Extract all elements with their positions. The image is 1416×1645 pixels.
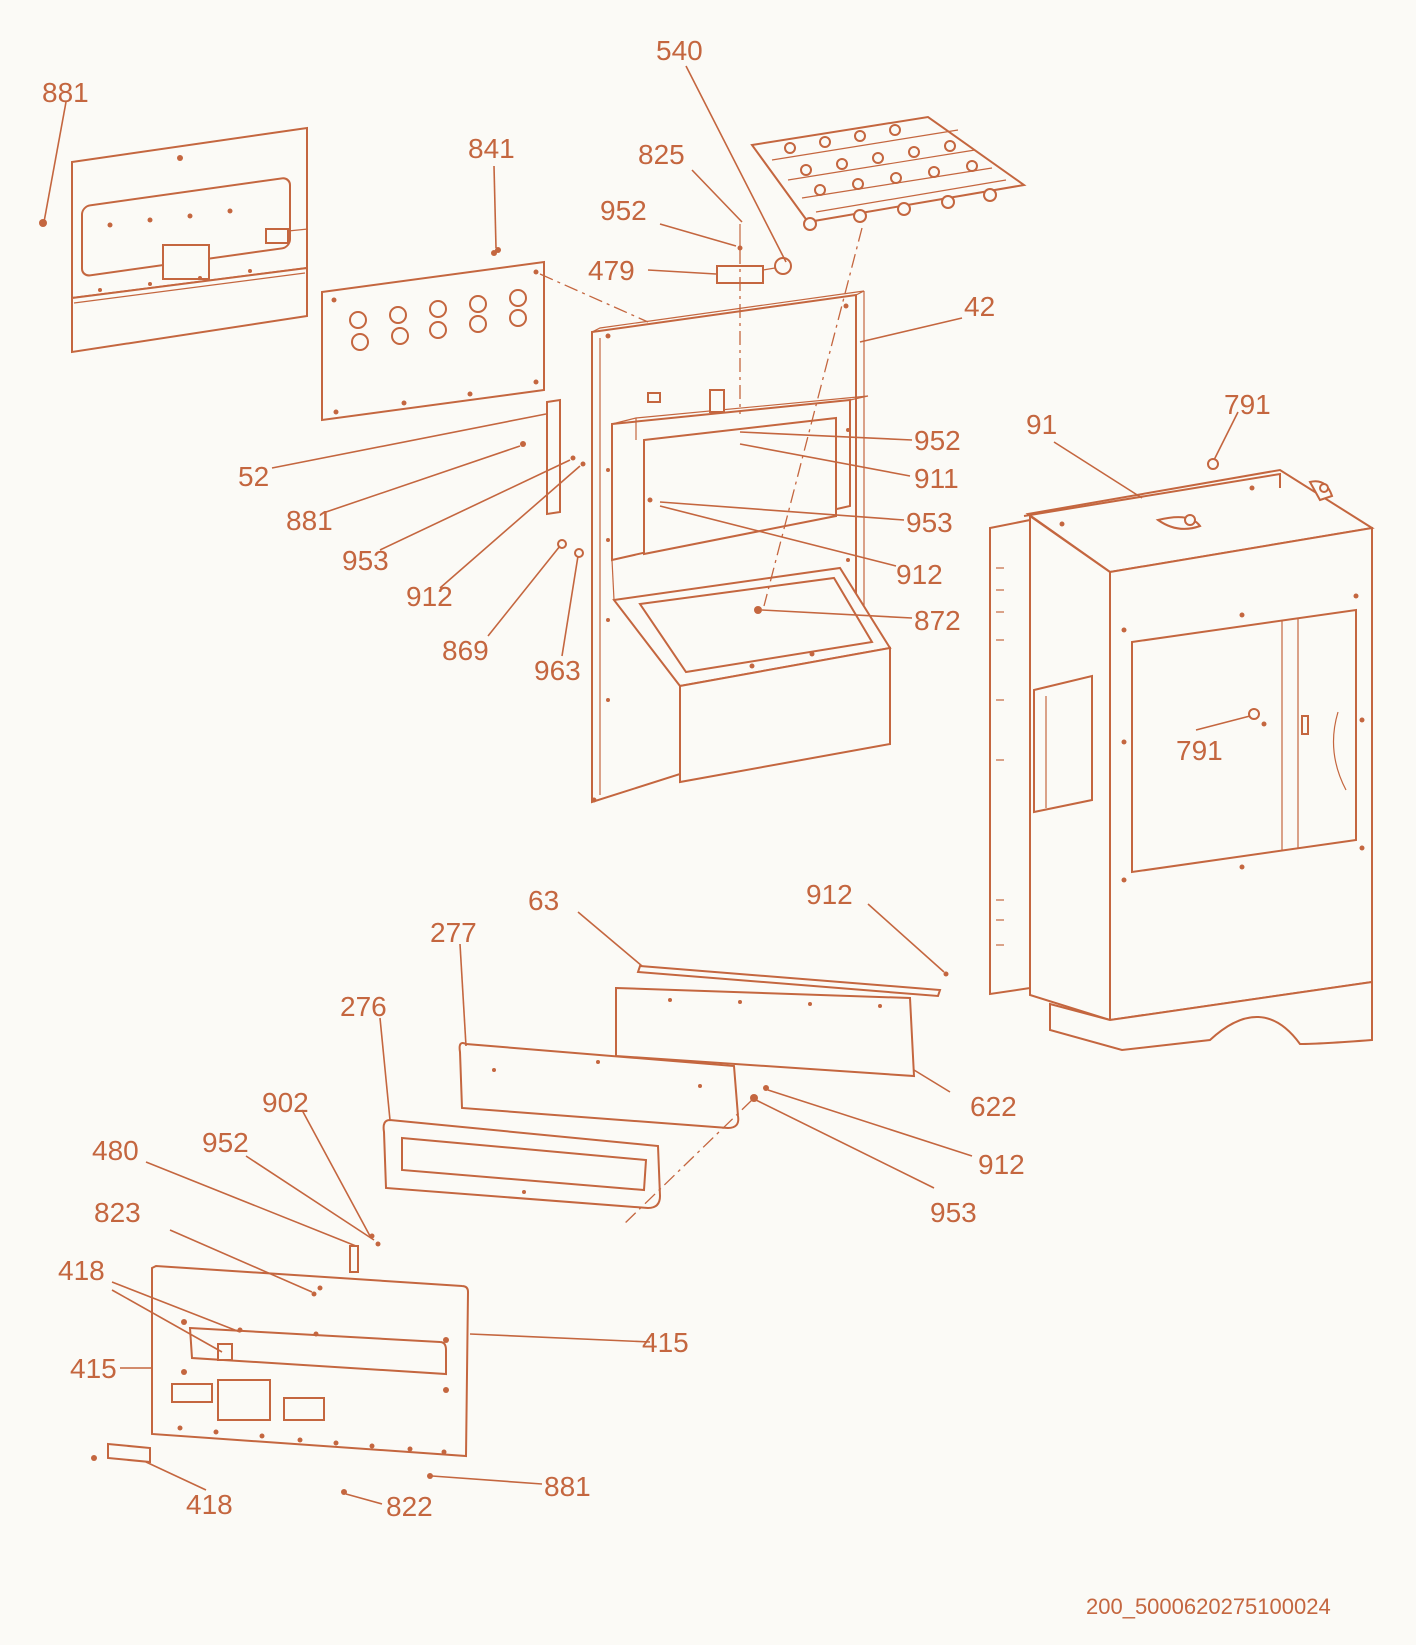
callout-415: 415 [70,1353,117,1384]
part-front-door-panel [39,126,309,354]
callout-479: 479 [588,255,635,286]
callout-480: 480 [92,1135,139,1166]
assembly-lines [539,227,863,1227]
callout-872: 872 [914,605,961,636]
callout-953: 953 [342,545,389,576]
callout-953: 953 [906,507,953,538]
leader-lines [43,65,1251,1505]
callout-418: 418 [186,1489,233,1520]
callout-791: 791 [1176,735,1223,766]
callout-902: 902 [262,1087,309,1118]
callout-881: 881 [544,1471,591,1502]
callout-labels: 881 841 540 825 952 479 42 52 881 953 91… [42,35,1271,1522]
callout-415: 415 [642,1327,689,1358]
callout-881: 881 [286,505,333,536]
callout-912: 912 [406,581,453,612]
callout-953: 953 [930,1197,977,1228]
callout-822: 822 [386,1491,433,1522]
panel-screws [177,1319,449,1455]
part-cabinet-housing [989,458,1375,1052]
part-small-label-plate [91,1442,433,1495]
callout-791: 791 [1224,389,1271,420]
part-frame-gasket [382,1118,662,1210]
callout-952: 952 [202,1127,249,1158]
callout-42: 42 [964,291,995,322]
callout-91: 91 [1026,409,1057,440]
callout-52: 52 [238,461,269,492]
terminal-studs [784,124,997,231]
callout-952: 952 [914,425,961,456]
part-gasket-plate [458,1042,740,1130]
part-terminal-board [750,115,1027,231]
part-relay-holder [716,224,792,284]
callout-823: 823 [94,1197,141,1228]
callout-622: 622 [970,1091,1017,1122]
callout-841: 841 [468,133,515,164]
callout-912: 912 [896,559,943,590]
callout-912: 912 [978,1149,1025,1180]
callout-540: 540 [656,35,703,66]
callout-825: 825 [638,139,685,170]
part-connector-plate [321,250,545,422]
part-front-panel [151,1233,470,1458]
terminal-bushings [349,289,527,351]
callout-418: 418 [58,1255,105,1286]
callout-276: 276 [340,991,387,1022]
callout-869: 869 [442,635,489,666]
part-flat-bar [636,964,949,998]
callout-952: 952 [600,195,647,226]
callout-277: 277 [430,917,477,948]
part-mounting-frame [591,290,892,804]
document-number: 200_5000620275100024 [1086,1594,1331,1619]
callout-63: 63 [528,885,559,916]
callout-911: 911 [914,463,959,494]
part-cover-strip [615,986,916,1078]
callout-881: 881 [42,77,89,108]
callout-963: 963 [534,655,581,686]
callout-912: 912 [806,879,853,910]
